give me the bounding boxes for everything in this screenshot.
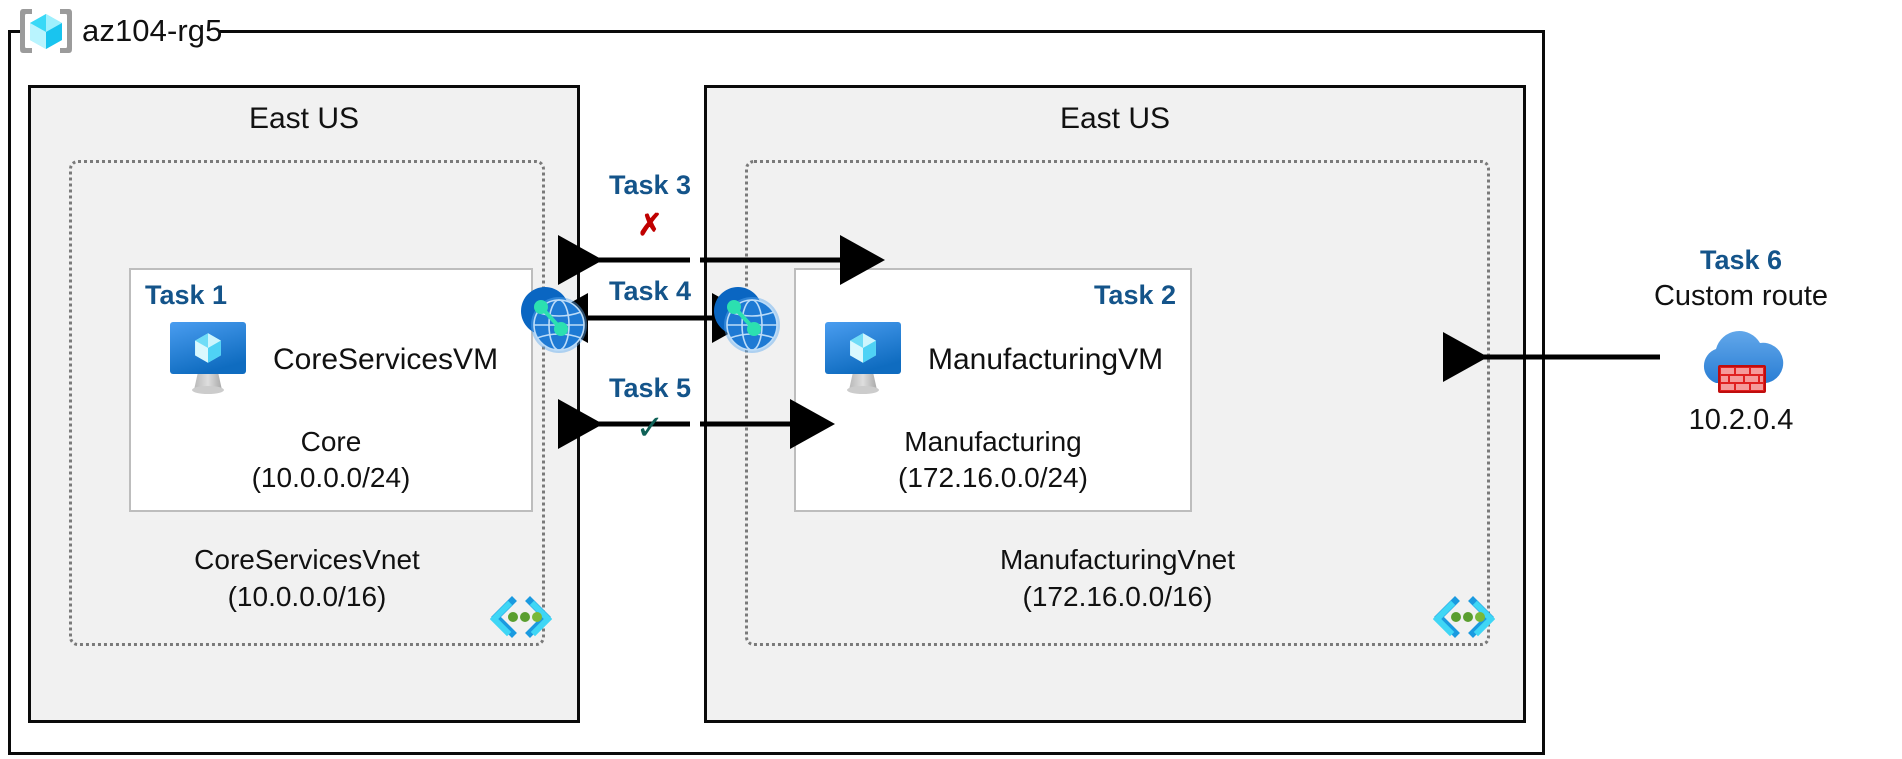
resource-group-name: az104-rg5	[82, 13, 223, 48]
custom-route-ip: 10.2.0.4	[1688, 404, 1794, 436]
azure-resource-group-icon	[18, 6, 74, 56]
task-badge-1: Task 1	[145, 280, 228, 310]
vnet-address-space-core: (10.0.0.0/16)	[227, 581, 387, 612]
region-label-left: East US	[248, 102, 360, 135]
task-label-3: Task 3	[608, 170, 692, 200]
resource-group-frame	[8, 30, 1545, 755]
subnet-name-manufacturing: Manufacturing	[904, 426, 1082, 457]
subnet-prefix-manufacturing: (172.16.0.0/24)	[898, 462, 1088, 493]
vm-name-manufacturing: ManufacturingVM	[928, 342, 1164, 376]
vnet-peering-icon	[708, 281, 784, 357]
subnet-name-core: Core	[300, 426, 362, 457]
vnet-peering-icon	[515, 281, 591, 357]
vnet-caption-core: CoreServicesVnet (10.0.0.0/16)	[72, 541, 542, 615]
task-badge-6: Task 6	[1699, 245, 1783, 275]
vnet-caption-manufacturing: ManufacturingVnet (172.16.0.0/16)	[748, 541, 1487, 615]
allowed-check-icon: ✓	[635, 409, 665, 447]
task-label-4: Task 4	[608, 276, 692, 306]
subnet-box-core: Task 1	[129, 268, 533, 512]
vnet-box-manufacturing: Task 2	[745, 160, 1496, 646]
task-badge-2: Task 2	[1093, 280, 1176, 310]
virtual-network-icon	[1432, 595, 1496, 639]
subnet-prefix-core: (10.0.0.0/24)	[251, 462, 411, 493]
virtual-machine-icon	[820, 318, 906, 401]
region-label-right: East US	[1059, 102, 1171, 135]
vnet-box-core: Task 1	[69, 160, 553, 646]
subnet-caption-core: Core (10.0.0.0/24)	[131, 424, 531, 496]
azure-firewall-icon-wrap	[1596, 323, 1886, 401]
vnet-address-space-manufacturing: (172.16.0.0/16)	[1022, 581, 1213, 612]
task-label-5: Task 5	[608, 373, 692, 403]
subnet-box-manufacturing: Task 2	[794, 268, 1192, 512]
virtual-machine-icon	[165, 318, 251, 401]
vm-manufacturing: ManufacturingVM	[820, 318, 1163, 401]
vnet-name-core: CoreServicesVnet	[194, 544, 420, 575]
blocked-cross-icon: ✗	[637, 209, 663, 242]
region-box-right: East US Task 2	[704, 85, 1526, 723]
virtual-network-icon	[489, 595, 553, 639]
vm-name-core: CoreServicesVM	[273, 342, 499, 376]
custom-route-caption: Custom route	[1653, 280, 1829, 312]
custom-route-group: Task 6 Custom route	[1596, 243, 1886, 439]
resource-group-title: az104-rg5	[18, 6, 223, 56]
vnet-name-manufacturing: ManufacturingVnet	[999, 544, 1236, 575]
subnet-caption-manufacturing: Manufacturing (172.16.0.0/24)	[796, 424, 1190, 496]
region-box-left: East US Task 1	[28, 85, 580, 723]
vm-core-services: CoreServicesVM	[165, 318, 498, 401]
azure-firewall-icon	[1686, 321, 1796, 404]
